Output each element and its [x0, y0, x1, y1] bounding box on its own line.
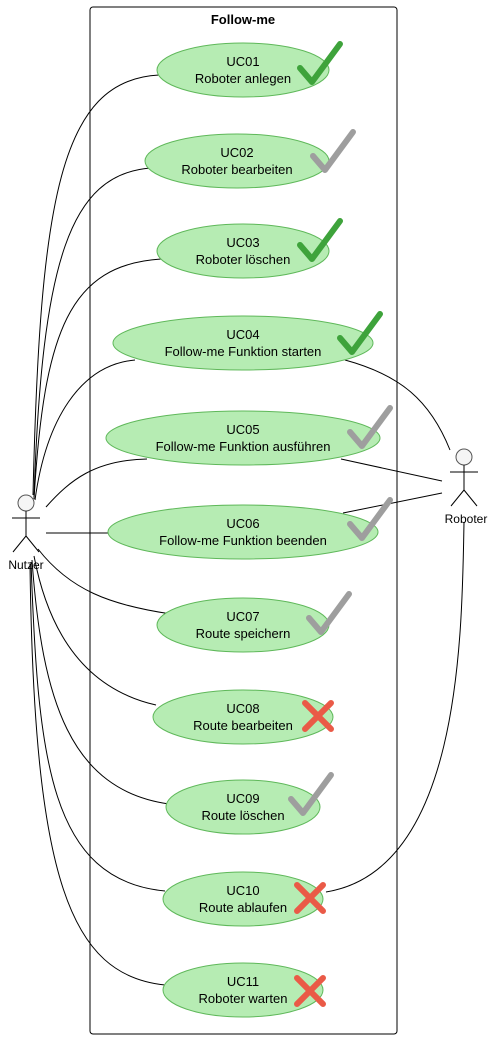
use-case-label: Follow-me Funktion starten	[165, 344, 322, 359]
use-case-ellipse	[156, 597, 330, 653]
association-line-nutzer	[29, 563, 166, 986]
use-case-id: UC06	[226, 516, 259, 531]
use-case-ellipse	[144, 133, 330, 189]
use-case-id: UC02	[220, 145, 253, 160]
system-boundary	[89, 6, 398, 1035]
association-line-nutzer	[30, 561, 166, 892]
actor-left-leg	[450, 489, 465, 507]
use-case-label: Roboter warten	[199, 991, 288, 1006]
use-case-id: UC07	[226, 609, 259, 624]
actor-left-leg	[12, 535, 27, 553]
cross-icon	[302, 700, 334, 732]
use-case-ellipse	[162, 871, 324, 927]
use-case-id: UC03	[226, 235, 259, 250]
use-case-id: UC04	[226, 327, 259, 342]
actor-head	[455, 448, 473, 466]
association-line-nutzer	[31, 559, 170, 805]
association-lines	[29, 74, 465, 986]
use-case-ellipse	[156, 42, 330, 98]
association-line-roboter	[342, 492, 443, 514]
checkmark-icon	[306, 591, 352, 635]
use-case-label: Roboter anlegen	[195, 71, 291, 86]
actor-head	[17, 494, 35, 512]
use-case-label: Roboter bearbeiten	[181, 162, 292, 177]
association-line-nutzer	[33, 167, 151, 498]
use-case-id: UC11	[227, 974, 259, 989]
association-line-roboter	[340, 458, 443, 482]
association-line-nutzer	[33, 555, 157, 706]
use-case-ellipse	[162, 962, 324, 1018]
use-case-label: Roboter löschen	[196, 252, 291, 267]
use-case-ellipse	[105, 410, 381, 466]
actor-roboter-label: Roboter	[445, 512, 488, 526]
use-case-id: UC01	[226, 54, 259, 69]
checkmark-icon	[347, 405, 393, 449]
actor-right-leg	[463, 489, 478, 507]
association-line-nutzer	[37, 548, 172, 615]
association-line-roboter	[344, 359, 451, 451]
use-case-label: Route bearbeiten	[193, 718, 293, 733]
checkmark-icon	[288, 772, 334, 816]
use-case-id: UC09	[226, 791, 259, 806]
actor-roboter	[450, 448, 478, 507]
checkmark-icon	[297, 41, 343, 85]
association-line-nutzer	[33, 258, 162, 500]
use-case-label: Follow-me Funktion ausführen	[156, 439, 331, 454]
checkmark-icon	[310, 129, 356, 173]
use-case-label: Route speichern	[196, 626, 291, 641]
use-case-ellipse	[156, 223, 330, 279]
use-case-ellipse	[152, 689, 334, 745]
actor-nutzer	[12, 494, 40, 553]
use-case-label: Route löschen	[201, 808, 284, 823]
checkmark-icon	[297, 218, 343, 262]
use-case-id: UC08	[226, 701, 259, 716]
checkmark-icon	[347, 497, 393, 541]
association-line-nutzer	[34, 359, 136, 501]
use-case-ellipse	[107, 504, 379, 560]
cross-icon	[294, 882, 326, 914]
cross-icon	[294, 975, 326, 1007]
use-case-ellipse	[165, 779, 321, 835]
actor-nutzer-label: Nutzer	[8, 558, 43, 572]
actor-right-leg	[25, 535, 40, 553]
association-line-nutzer	[45, 458, 148, 508]
checkmark-icon	[337, 311, 383, 355]
use-case-label: Route ablaufen	[199, 900, 287, 915]
use-case-label: Follow-me Funktion beenden	[159, 533, 327, 548]
use-case-id: UC05	[226, 422, 259, 437]
use-case-id: UC10	[226, 883, 259, 898]
association-line-roboter	[325, 521, 465, 893]
system-title: Follow-me	[211, 12, 275, 27]
use-case-ellipse	[112, 315, 374, 371]
association-line-nutzer	[32, 74, 160, 496]
